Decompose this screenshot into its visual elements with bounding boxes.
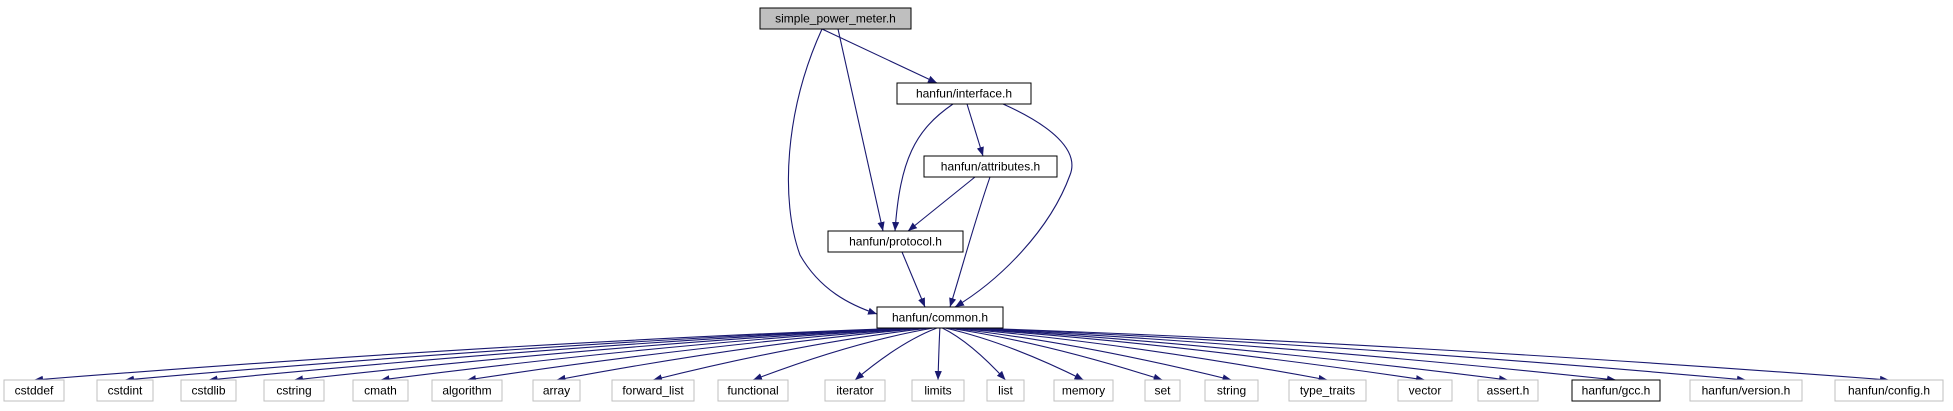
svg-text:vector: vector [1409,384,1442,398]
edge-common-h-to-version-h [968,327,1747,383]
node-simple-power-meter-h[interactable]: simple_power_meter.h [759,7,912,30]
edge-common-h-to-algorithm [466,327,924,383]
node-cstddef[interactable]: cstddef [3,379,65,402]
svg-text:hanfun/protocol.h: hanfun/protocol.h [849,235,942,249]
svg-text:cstdlib: cstdlib [191,384,225,398]
node-vector[interactable]: vector [1397,379,1453,402]
edge-common-h-to-list [942,327,1006,381]
edge-common-h-to-type-traits [953,327,1328,382]
edge-simple-power-meter-h-to-protocol-h [837,28,885,232]
svg-text:string: string [1217,384,1246,398]
edge-common-h-to-cstdlib [208,327,915,383]
node-cstdint[interactable]: cstdint [96,379,154,402]
dependency-edges [33,28,1890,383]
node-list[interactable]: list [986,379,1025,402]
svg-text:simple_power_meter.h: simple_power_meter.h [775,12,896,26]
svg-text:iterator: iterator [836,384,873,398]
edge-common-h-to-iterator [854,327,938,381]
edge-common-h-to-limits [934,327,942,381]
node-hanfun-common-h[interactable]: hanfun/common.h [876,306,1004,329]
node-cstring[interactable]: cstring [263,379,325,402]
edge-common-h-to-cstdint [124,327,912,383]
svg-text:memory: memory [1062,384,1105,398]
node-set[interactable]: set [1144,379,1181,402]
svg-text:cstring: cstring [276,384,311,398]
edge-common-h-to-cmath [380,327,921,383]
edge-common-h-to-vector [956,327,1426,383]
svg-text:hanfun/config.h: hanfun/config.h [1848,384,1930,398]
edge-attributes-h-to-common-h [949,176,991,308]
edge-interface-h-to-protocol-h [892,103,954,232]
edge-common-h-to-cstring [293,327,918,383]
svg-text:type_traits: type_traits [1300,384,1355,398]
svg-text:functional: functional [727,384,778,398]
svg-text:cstdint: cstdint [108,384,143,398]
node-cmath[interactable]: cmath [352,379,409,402]
svg-text:set: set [1154,384,1171,398]
node-hanfun-version-h[interactable]: hanfun/version.h [1689,379,1803,402]
edge-protocol-h-to-common-h [901,251,926,308]
node-array[interactable]: array [532,379,581,402]
edge-attributes-h-to-protocol-h [907,176,976,232]
edge-interface-h-to-attributes-h [966,103,984,157]
edge-common-h-to-assert-h [959,327,1509,383]
svg-text:array: array [543,384,570,398]
edge-common-h-to-cstddef [33,327,909,383]
svg-text:limits: limits [924,384,951,398]
edge-simple-power-meter-h-to-interface-h [821,28,938,84]
edge-common-h-to-memory [944,327,1084,381]
node-string[interactable]: string [1204,379,1259,402]
svg-text:list: list [998,384,1013,398]
node-memory[interactable]: memory [1053,379,1114,402]
node-algorithm[interactable]: algorithm [431,379,503,402]
svg-text:hanfun/attributes.h: hanfun/attributes.h [941,160,1040,174]
svg-text:hanfun/common.h: hanfun/common.h [892,311,988,325]
svg-text:hanfun/version.h: hanfun/version.h [1702,384,1791,398]
node-forward-list[interactable]: forward_list [611,379,695,402]
svg-text:cmath: cmath [364,384,397,398]
edge-common-h-to-functional [752,327,934,381]
node-hanfun-config-h[interactable]: hanfun/config.h [1834,379,1944,402]
svg-text:algorithm: algorithm [442,384,491,398]
node-hanfun-interface-h[interactable]: hanfun/interface.h [896,82,1032,105]
edge-common-h-to-forward-list [652,327,931,382]
node-hanfun-attributes-h[interactable]: hanfun/attributes.h [923,155,1058,178]
svg-text:cstddef: cstddef [15,384,54,398]
edge-common-h-to-array [556,327,927,382]
node-limits[interactable]: limits [911,379,965,402]
node-hanfun-gcc-h[interactable]: hanfun/gcc.h [1571,379,1661,402]
node-type-traits[interactable]: type_traits [1288,379,1367,402]
edge-common-h-to-gcc-h [963,327,1617,383]
edge-simple-power-meter-h-to-common-h [787,28,878,315]
edge-common-h-to-string [950,327,1232,382]
edge-common-h-to-config-h [973,327,1890,383]
edge-common-h-to-set [947,327,1163,381]
svg-text:hanfun/gcc.h: hanfun/gcc.h [1582,384,1651,398]
node-iterator[interactable]: iterator [824,379,886,402]
node-functional[interactable]: functional [717,379,789,402]
node-hanfun-protocol-h[interactable]: hanfun/protocol.h [827,230,964,253]
svg-text:hanfun/interface.h: hanfun/interface.h [916,87,1012,101]
node-assert-h[interactable]: assert.h [1477,379,1539,402]
node-cstdlib[interactable]: cstdlib [180,379,237,402]
edge-interface-h-to-common-h [954,103,1073,308]
svg-text:forward_list: forward_list [622,384,684,398]
svg-text:assert.h: assert.h [1487,384,1530,398]
